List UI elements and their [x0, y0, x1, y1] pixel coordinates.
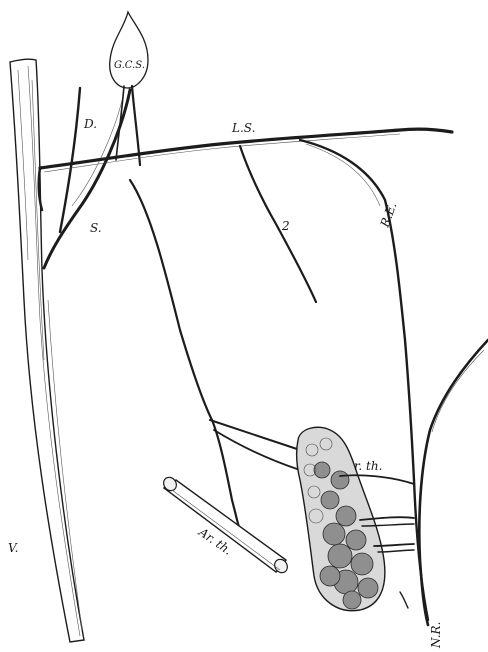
label-2: 2: [281, 219, 290, 233]
label-d: D.: [83, 117, 97, 131]
branch-2: [240, 146, 316, 302]
label-nr: N.R.: [429, 622, 443, 649]
label-re: R.E.: [377, 200, 399, 230]
thyroid-artery: [161, 475, 290, 575]
label-rth: r. th.: [354, 459, 382, 473]
descending-cardiac-branch: [130, 180, 300, 530]
label-ls: L.S.: [231, 121, 255, 135]
label-gcs: G.C.S.: [114, 60, 145, 71]
label-v: V.: [8, 541, 18, 555]
nerve-nr: [419, 340, 488, 625]
label-s: S.: [90, 221, 102, 235]
